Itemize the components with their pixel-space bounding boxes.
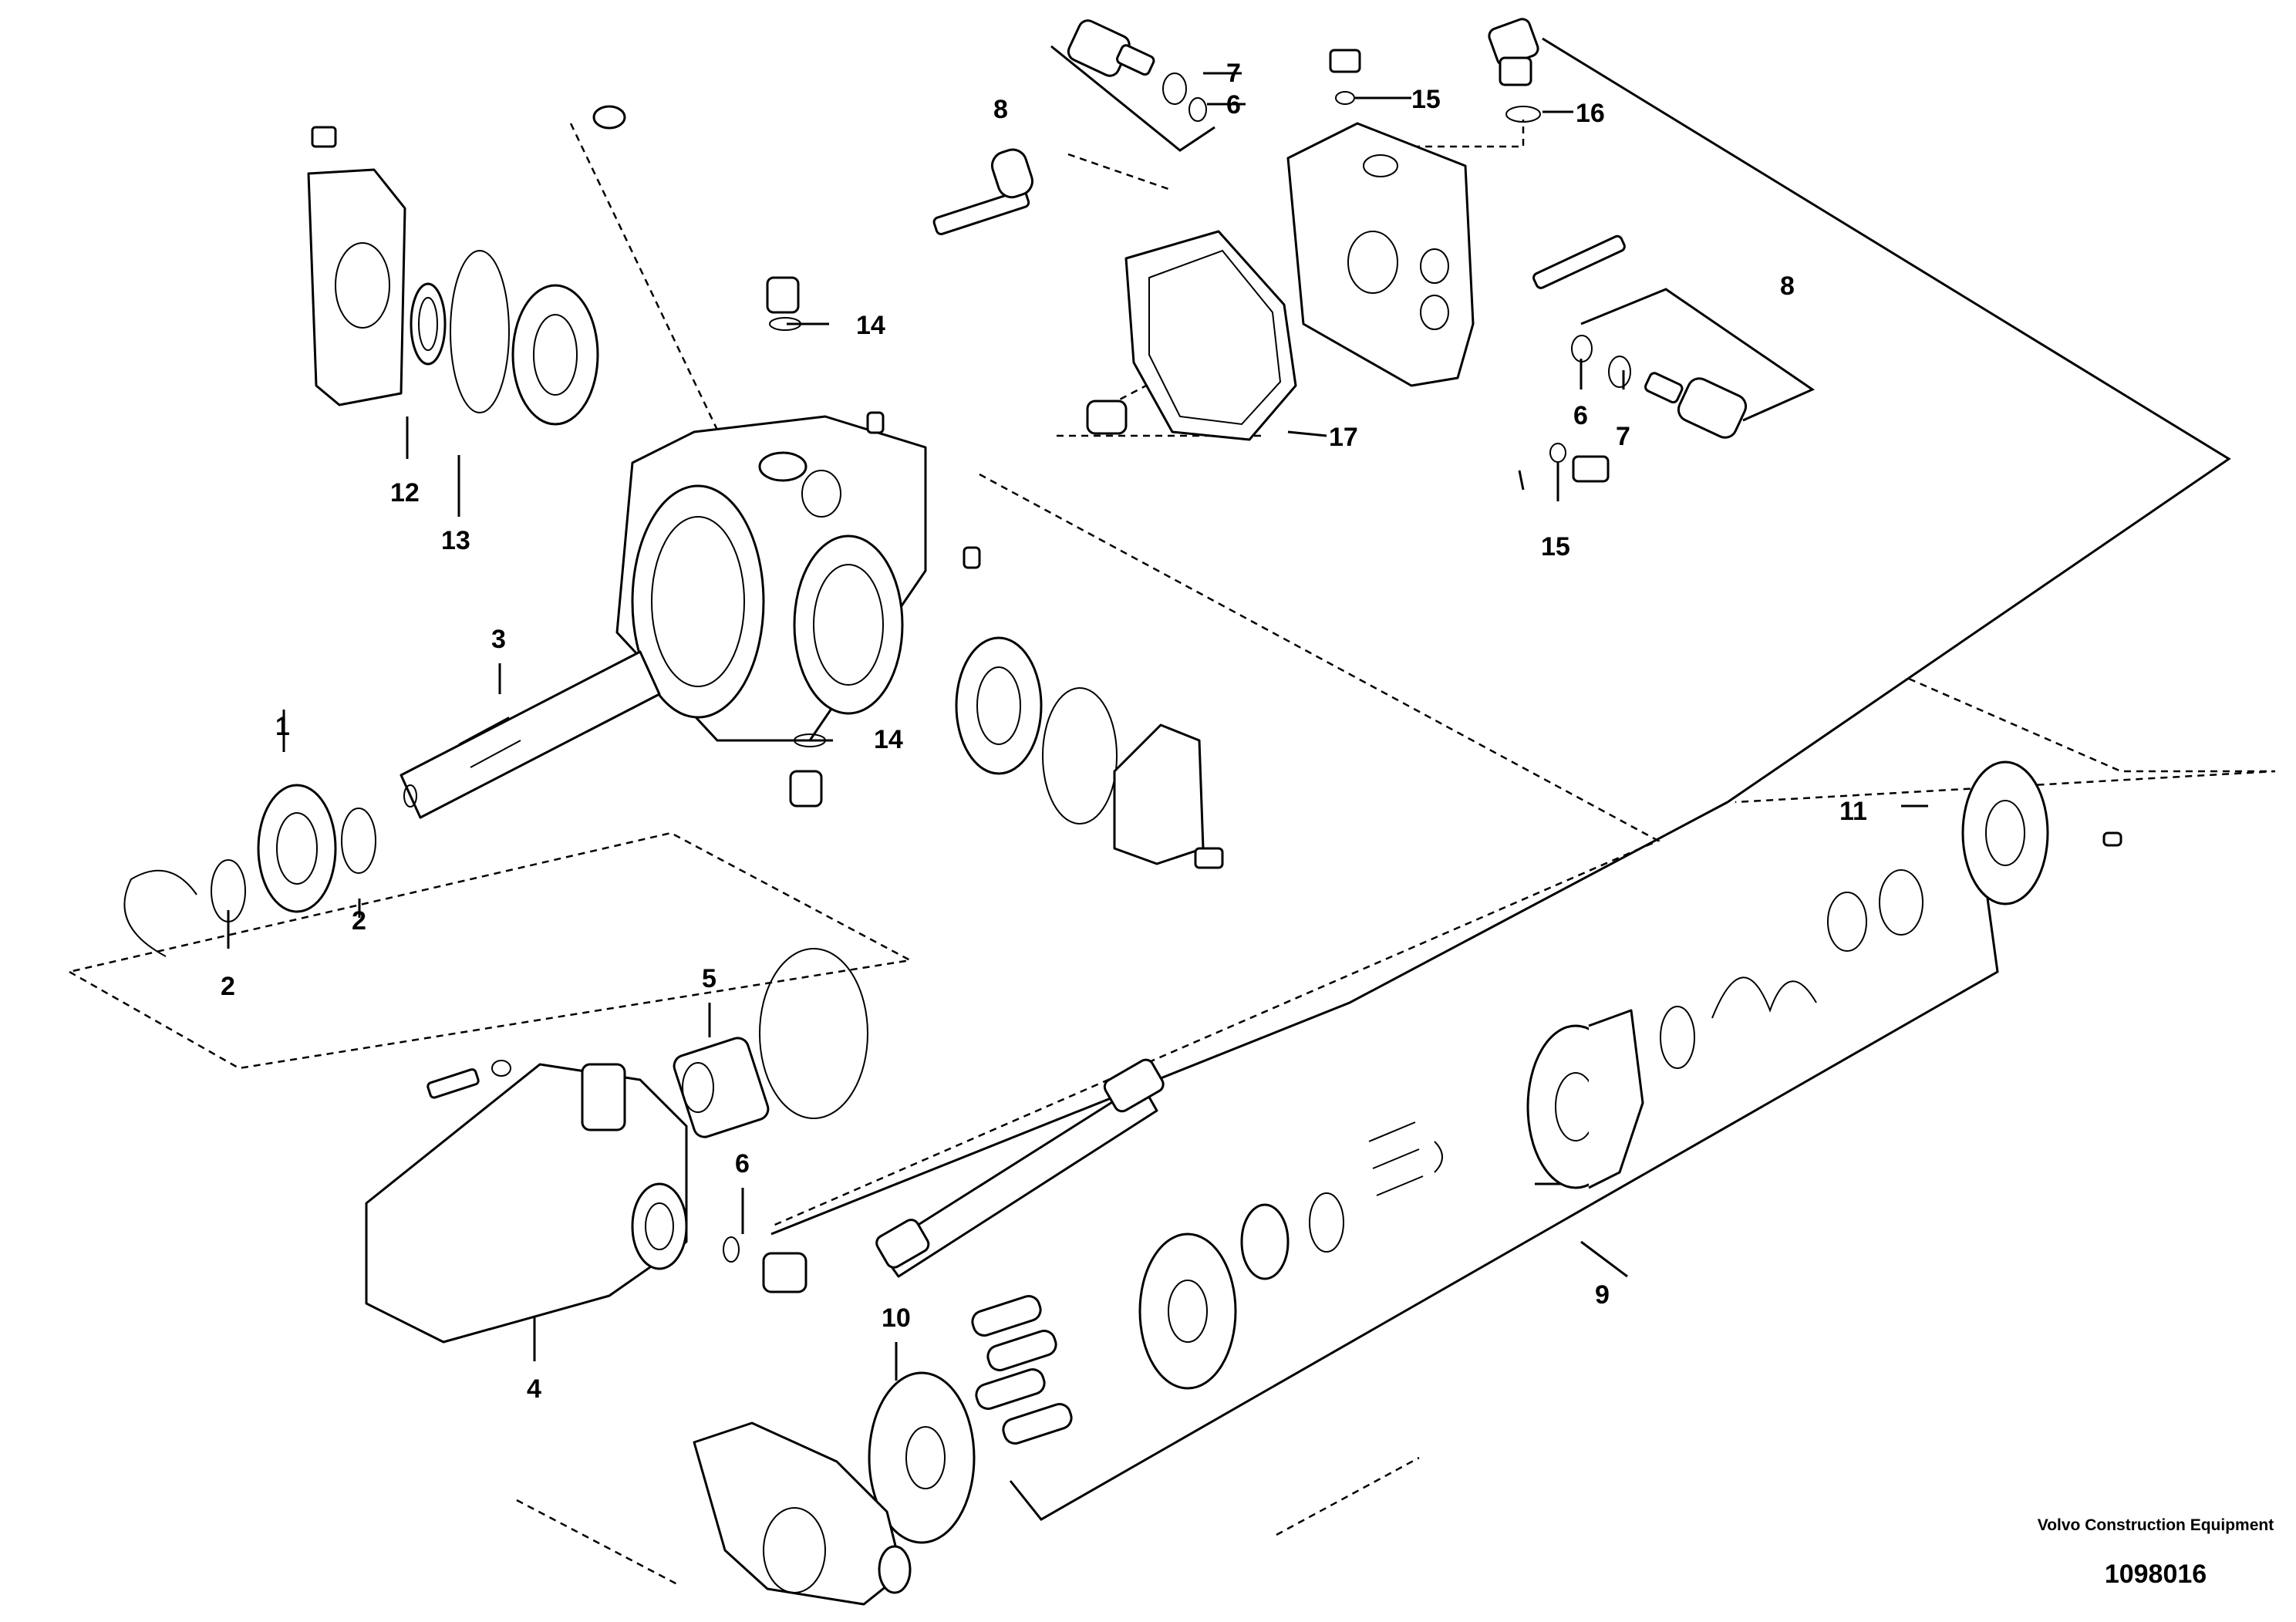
oring-large [759, 948, 868, 1119]
callout-12: 12 [390, 478, 420, 508]
elbow-and-hose [762, 1058, 1165, 1293]
item-6-oring-bottom [723, 1236, 740, 1263]
bearing-right [955, 636, 1043, 775]
item-9-rotating-group [1138, 869, 1923, 1390]
item-2-snap-rings [123, 808, 376, 957]
item-3-shaft [400, 650, 661, 819]
callout-17: 17 [1329, 423, 1358, 452]
callout-8: 8 [993, 95, 1008, 124]
item-5-sleeve [673, 1037, 770, 1138]
cover-plate [1113, 723, 1224, 869]
drawing-number: 1098016 [2104, 1560, 2207, 1589]
leader-lines [227, 37, 2231, 1521]
callout-15: 15 [1411, 85, 1441, 114]
valve-plate-housing [1286, 122, 1475, 387]
item-17-gasket [1124, 230, 1297, 441]
callout-10: 10 [882, 1303, 911, 1333]
dowel-pins [866, 411, 981, 569]
callout-5: 5 [702, 964, 716, 993]
item-8-relief-valve-right [1571, 335, 1748, 439]
callout-6: 6 [1573, 401, 1588, 430]
callout-labels: 1 2 2 3 4 5 6 6 6 7 7 8 8 9 10 11 12 13 … [221, 59, 1867, 1404]
pump-housing [615, 415, 927, 742]
sleeve-small [1086, 400, 1128, 435]
item-8-relief-valve-top [1067, 19, 1155, 77]
callout-13: 13 [441, 526, 470, 555]
callout-1: 1 [275, 712, 290, 741]
callout-16: 16 [1576, 99, 1605, 128]
callout-9: 9 [1595, 1280, 1610, 1310]
item-15-plug-top [1329, 49, 1361, 105]
callout-3: 3 [491, 625, 506, 654]
callout-7: 7 [1226, 59, 1241, 88]
callout-15: 15 [1541, 532, 1570, 561]
callout-8: 8 [1780, 271, 1795, 301]
bolt-right [1532, 234, 1626, 289]
item-12-flange-and-seal [307, 126, 447, 406]
item-11-valve-plate [1961, 760, 2122, 905]
callout-4: 4 [527, 1374, 541, 1404]
callout-2: 2 [221, 972, 235, 1001]
item-6-oring-top [1188, 97, 1207, 122]
swash-yoke [693, 1421, 912, 1606]
item-7-oring-top [1162, 73, 1187, 105]
manufacturer-credit: Volvo Construction Equipment [2037, 1516, 2274, 1534]
item-13-oring-left [450, 250, 510, 413]
item-16-elbow-fitting [1488, 18, 1541, 123]
nut-top [592, 105, 626, 130]
callout-11: 11 [1839, 797, 1867, 826]
bolt-and-bracket-top [932, 148, 1033, 235]
callout-2: 2 [352, 906, 366, 936]
pistons [971, 1295, 1073, 1445]
item-4-regulator [365, 1060, 688, 1344]
oring-right [1042, 687, 1118, 824]
bearing-left [511, 284, 599, 426]
callout-14: 14 [856, 311, 885, 340]
callout-14: 14 [874, 725, 903, 754]
item-1-bearing [257, 784, 337, 913]
item-14-plugs-housing [766, 276, 826, 808]
callout-6: 6 [735, 1149, 750, 1179]
callout-7: 7 [1616, 422, 1630, 451]
item-10-swash-plate [868, 1371, 976, 1544]
callout-6: 6 [1226, 90, 1241, 120]
item-15-plug-right [1549, 443, 1610, 483]
